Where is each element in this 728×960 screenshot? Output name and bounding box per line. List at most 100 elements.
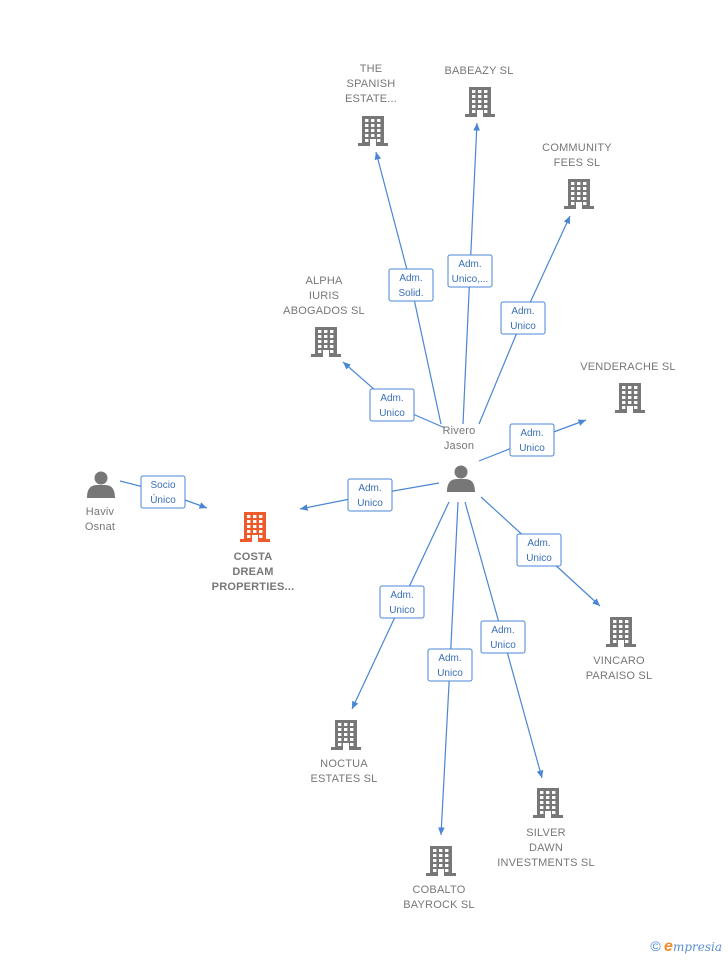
edge-label-text: Unico xyxy=(526,553,552,564)
edge-label-box xyxy=(516,533,562,567)
edge-label-text: Solid. xyxy=(398,288,423,299)
copyright-symbol: © xyxy=(650,938,661,954)
footer-brand[interactable]: © empresia xyxy=(650,938,722,956)
edge-arrow xyxy=(522,215,571,319)
person-icon xyxy=(87,471,115,498)
node-cobalto[interactable]: COBALTO BAYROCK SL xyxy=(403,846,475,911)
node-label: Haviv xyxy=(86,506,115,518)
edge-label-text: Unico xyxy=(519,443,545,454)
node-label: BABEAZY SL xyxy=(444,65,513,77)
edge-label-text: Adm. xyxy=(491,625,514,636)
node-label: VINCARO xyxy=(593,655,645,667)
edge-label-text: Adm. xyxy=(527,538,550,549)
edge-label-box xyxy=(140,475,186,509)
building-icon xyxy=(331,720,361,750)
node-venderache[interactable]: VENDERACHE SL xyxy=(580,361,676,413)
brand-name: mpresia xyxy=(672,940,722,954)
edge-rivero-venderache[interactable]: Adm. Unico xyxy=(478,419,587,462)
node-label: PROPERTIES... xyxy=(212,581,295,593)
node-babeazy[interactable]: BABEAZY SL xyxy=(444,65,513,117)
edge-label-text: Unico xyxy=(437,668,463,679)
node-label: PARAISO SL xyxy=(586,670,653,682)
edge-label-text: Único xyxy=(150,493,176,506)
edge-label-text: Unico,... xyxy=(452,274,489,285)
edge-label-text: Adm. xyxy=(458,259,481,270)
person-icon xyxy=(447,465,475,492)
building-icon xyxy=(240,512,270,542)
edge-rivero-community[interactable]: Adm.Unico xyxy=(478,215,571,425)
edge-label-box xyxy=(427,648,473,682)
edge-arrow xyxy=(374,151,412,286)
brand-e-logo: e xyxy=(664,938,673,955)
node-noctua[interactable]: NOCTUA ESTATES SL xyxy=(310,720,377,785)
edge-label-text: Unico xyxy=(510,321,536,332)
node-label: Osnat xyxy=(85,521,115,533)
node-label: ABOGADOS SL xyxy=(283,305,365,317)
edge-label-box xyxy=(347,478,393,512)
building-icon xyxy=(465,87,495,117)
node-label: Jason xyxy=(444,440,474,452)
node-label: COBALTO xyxy=(413,884,466,896)
edge-label-text: Socio xyxy=(150,480,175,491)
edge-line-segment xyxy=(462,270,471,425)
building-icon xyxy=(533,788,563,818)
node-label: BAYROCK SL xyxy=(403,899,475,911)
edge-label-text: Unico xyxy=(357,498,383,509)
edge-rivero-noctua[interactable]: Adm. Unico xyxy=(351,501,450,710)
edge-rivero-costa[interactable]: Adm. Unico xyxy=(299,478,440,512)
node-label: COMMUNITY xyxy=(542,142,612,154)
node-label: VENDERACHE SL xyxy=(580,361,676,373)
edge-arrow xyxy=(438,664,451,836)
building-icon xyxy=(358,116,388,146)
edges-layer: Adm.Solid.Adm.Unico,...Adm.UnicoAdm.Unic… xyxy=(119,122,601,836)
node-costa[interactable]: COSTA DREAM PROPERTIES... xyxy=(212,512,295,593)
edge-line-segment xyxy=(401,501,450,603)
edge-label-box xyxy=(369,388,415,422)
edge-label-text: Adm. xyxy=(390,590,413,601)
edge-label-text: Adm. xyxy=(438,653,461,664)
edge-label-text: Adm. xyxy=(399,273,422,284)
edge-line-segment xyxy=(478,317,524,425)
node-label: COSTA xyxy=(234,551,273,563)
node-label: IURIS xyxy=(309,290,339,302)
edge-rivero-silver[interactable]: Adm.Unico xyxy=(464,501,544,779)
building-icon xyxy=(426,846,456,876)
edge-label-text: Adm. xyxy=(358,483,381,494)
edge-rivero-vincaro[interactable]: Adm. Unico xyxy=(480,496,601,607)
node-label: ESTATES SL xyxy=(310,773,377,785)
node-label: DAWN xyxy=(529,842,563,854)
building-icon xyxy=(311,327,341,357)
edge-arrow xyxy=(502,636,544,779)
node-label: INVESTMENTS SL xyxy=(497,857,595,869)
node-spanish[interactable]: THESPANISHESTATE... xyxy=(345,63,397,146)
node-label: FEES SL xyxy=(554,157,601,169)
edge-label-text: Adm. xyxy=(520,428,543,439)
edge-arrow xyxy=(351,601,403,710)
node-vincaro[interactable]: VINCARO PARAISO SL xyxy=(586,617,653,682)
node-label: Rivero xyxy=(443,425,476,437)
node-community[interactable]: COMMUNITY FEES SL xyxy=(542,142,612,209)
edge-label-box xyxy=(447,254,493,288)
edge-rivero-alpha[interactable]: Adm.Unico xyxy=(342,361,446,429)
edge-rivero-spanish[interactable]: Adm. Solid. xyxy=(374,151,442,425)
node-label: ESTATE... xyxy=(345,93,397,105)
node-label: DREAM xyxy=(232,566,273,578)
edge-arrow xyxy=(469,122,480,272)
building-icon xyxy=(615,383,645,413)
edge-label-box xyxy=(480,620,526,654)
node-label: NOCTUA xyxy=(320,758,368,770)
edge-rivero-babeazy[interactable]: Adm. Unico,... xyxy=(447,122,493,425)
edge-label-box xyxy=(379,585,425,619)
edge-line-segment xyxy=(464,501,504,638)
edge-label-text: Unico xyxy=(379,408,405,419)
edge-rivero-cobalto[interactable]: Adm. Unico xyxy=(427,501,473,836)
edge-label-box xyxy=(509,423,555,457)
building-icon xyxy=(606,617,636,647)
edge-line-segment xyxy=(410,284,442,425)
